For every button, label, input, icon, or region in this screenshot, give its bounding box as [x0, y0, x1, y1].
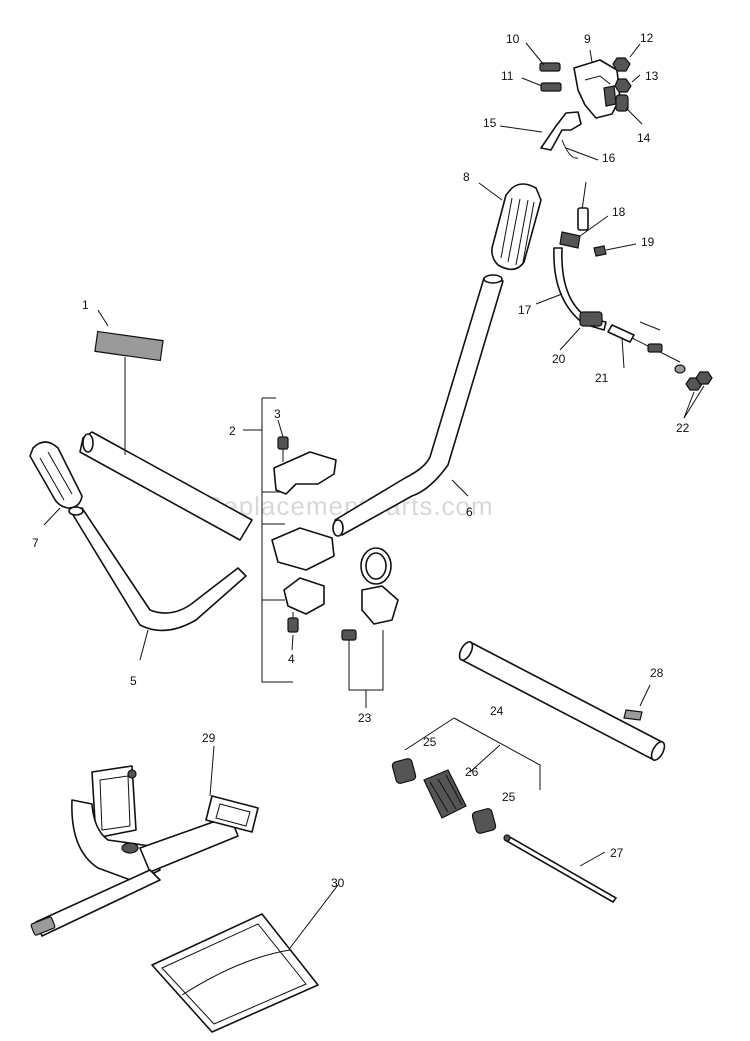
decal-1 [94, 330, 164, 362]
bushings-25-26 [391, 717, 541, 834]
label-2: 2 [229, 424, 236, 438]
grip-7 [29, 441, 83, 509]
label-4: 4 [288, 652, 295, 666]
label-28: 28 [650, 666, 664, 680]
label-27: 27 [610, 846, 624, 860]
label-12: 12 [640, 31, 654, 45]
label-29: 29 [202, 731, 216, 745]
handle-tube-6 [332, 274, 504, 537]
label-24: 24 [490, 704, 504, 718]
label-18: 18 [612, 205, 626, 219]
label-20: 20 [552, 352, 566, 366]
throttle-housing-group [539, 57, 632, 159]
label-9: 9 [584, 32, 591, 46]
label-13: 13 [645, 69, 659, 83]
label-25a: 25 [423, 735, 437, 749]
label-3: 3 [274, 407, 281, 421]
handle-5 [68, 506, 247, 632]
clamp-23 [341, 547, 399, 691]
label-10: 10 [506, 32, 520, 46]
label-15: 15 [483, 116, 497, 130]
shaft-24 [458, 641, 666, 761]
drive-cable-27 [503, 834, 617, 903]
clamp-assembly-2 [261, 397, 337, 683]
label-8: 8 [463, 170, 470, 184]
label-6: 6 [466, 505, 473, 519]
label-17: 17 [518, 303, 532, 317]
part-number-labels: 1 2 3 4 5 6 7 8 9 10 11 12 13 14 15 16 1… [32, 31, 690, 890]
label-19: 19 [641, 235, 655, 249]
throttle-cable [553, 181, 713, 391]
label-23: 23 [358, 711, 372, 725]
label-21: 21 [595, 371, 609, 385]
handle-tube-lower [79, 431, 253, 541]
label-22: 22 [676, 421, 690, 435]
label-11: 11 [501, 69, 514, 83]
harness-29 [30, 765, 259, 937]
leader-lines [43, 42, 705, 949]
label-25b: 25 [502, 790, 516, 804]
label-26: 26 [465, 765, 479, 779]
label-1: 1 [82, 298, 89, 312]
label-14: 14 [637, 131, 651, 145]
grip-8 [491, 183, 542, 271]
label-7: 7 [32, 536, 39, 550]
label-30: 30 [331, 876, 345, 890]
plate-30 [151, 913, 319, 1033]
label-5: 5 [130, 674, 137, 688]
label-16: 16 [602, 151, 616, 165]
